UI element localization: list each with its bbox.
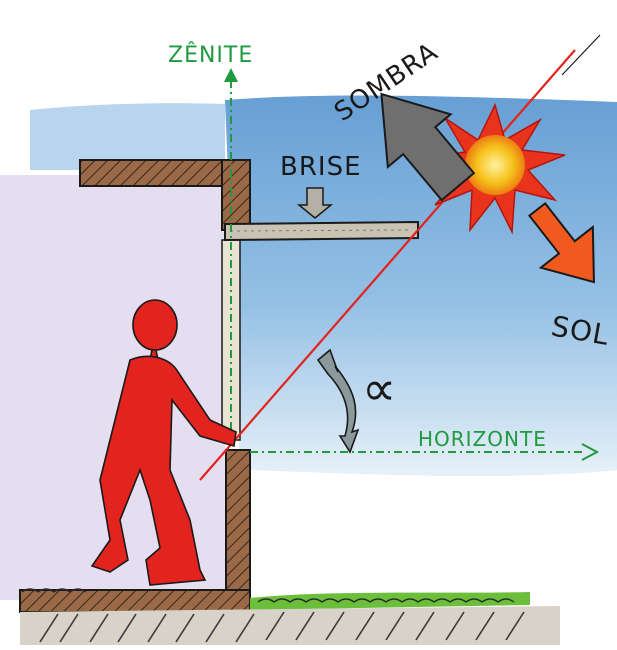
- zenite-label: ZÊNITE: [168, 42, 253, 68]
- horizonte-label: HORIZONTE: [418, 427, 547, 451]
- brise-shade: [225, 222, 418, 240]
- brise-label: BRISE: [280, 152, 362, 182]
- alpha-symbol: ∝: [362, 361, 396, 417]
